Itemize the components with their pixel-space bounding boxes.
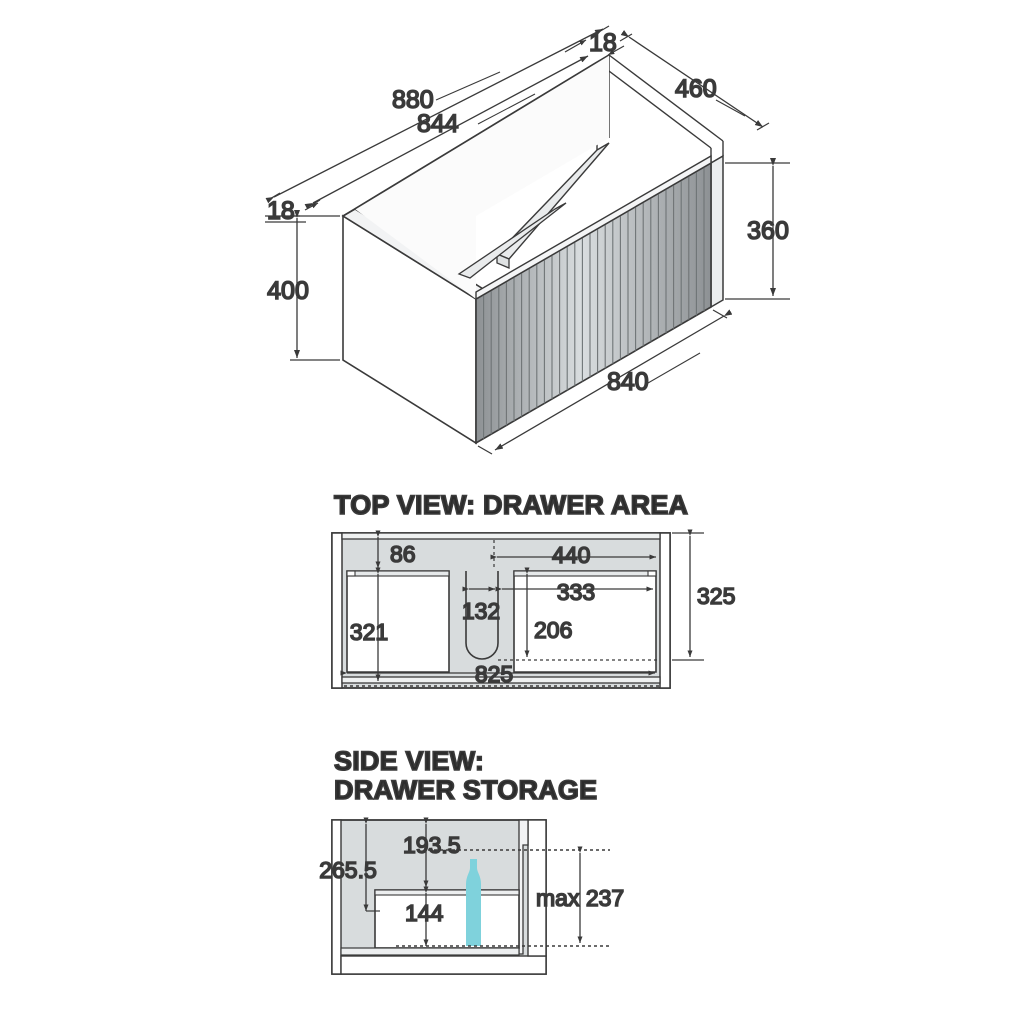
- iso-right-panel: [710, 154, 724, 309]
- dim-844-label: 844: [417, 110, 459, 138]
- dim-321-label: 321: [350, 619, 388, 645]
- dim-193-5: 193.5: [402, 817, 461, 887]
- dim-144: 144: [404, 886, 444, 946]
- side-view-group: SIDE VIEW: DRAWER STORAGE 193.5 265.5: [318, 745, 625, 975]
- dim-825-label: 825: [475, 661, 513, 687]
- side-view-front-panel: [527, 819, 547, 957]
- dim-18-top: 18: [564, 28, 625, 58]
- dim-460: 460: [619, 30, 770, 131]
- side-view-bottom-panel: [340, 955, 547, 975]
- dim-321: 321: [349, 567, 389, 681]
- dim-265-5-label: 265.5: [319, 857, 377, 883]
- dim-325-label: 325: [697, 583, 735, 609]
- dim-360: 360: [725, 158, 790, 300]
- top-view-basin-cutout: [465, 571, 499, 660]
- dim-206-label: 206: [534, 617, 572, 643]
- dim-86-label: 86: [390, 541, 416, 567]
- dim-400-label: 400: [267, 277, 309, 305]
- side-view-title-line1: SIDE VIEW:: [334, 746, 484, 776]
- dim-333-label: 333: [557, 579, 595, 605]
- dim-max-237: max 237: [535, 846, 625, 943]
- dim-840: 840: [477, 309, 733, 455]
- dim-193-5-label: 193.5: [403, 832, 461, 858]
- iso-fluted-drawer-front: [475, 161, 712, 445]
- dim-460-label: 460: [675, 75, 717, 103]
- dim-400: 400: [266, 210, 340, 361]
- dim-max-237-label: max 237: [536, 885, 624, 911]
- dim-844: 844: [304, 55, 589, 210]
- dim-18-left: 18: [265, 196, 319, 226]
- dim-440: 440: [490, 540, 656, 570]
- dim-18-left-label: 18: [267, 197, 295, 225]
- side-view-title-line2: DRAWER STORAGE: [334, 775, 597, 805]
- dim-840-label: 840: [607, 368, 649, 396]
- dim-18-top-label: 18: [589, 29, 617, 57]
- dim-360-label: 360: [747, 217, 789, 245]
- isometric-cabinet: 880 844 18 460 18: [265, 25, 790, 455]
- top-view-left-panel: [331, 532, 343, 689]
- dim-132: 132: [461, 586, 501, 625]
- dim-206: 206: [498, 567, 660, 661]
- dim-440-label: 440: [552, 542, 590, 568]
- side-view-drawer-box: [374, 889, 520, 949]
- top-view-title: TOP VIEW: DRAWER AREA: [334, 490, 688, 520]
- dim-325: 325: [672, 529, 736, 661]
- dim-132-label: 132: [462, 598, 500, 624]
- dim-333: 333: [495, 578, 653, 606]
- side-view-bottle: [466, 859, 481, 946]
- top-view-right-panel: [659, 532, 671, 689]
- top-view-group: TOP VIEW: DRAWER AREA 86 440: [331, 489, 736, 689]
- side-view-drawer-base: [340, 947, 520, 956]
- side-view-back-panel: [331, 819, 342, 975]
- dim-265-5: 265.5: [318, 817, 380, 912]
- dim-144-label: 144: [405, 900, 444, 926]
- dim-86: 86: [375, 530, 416, 568]
- dim-825: 825: [340, 660, 655, 688]
